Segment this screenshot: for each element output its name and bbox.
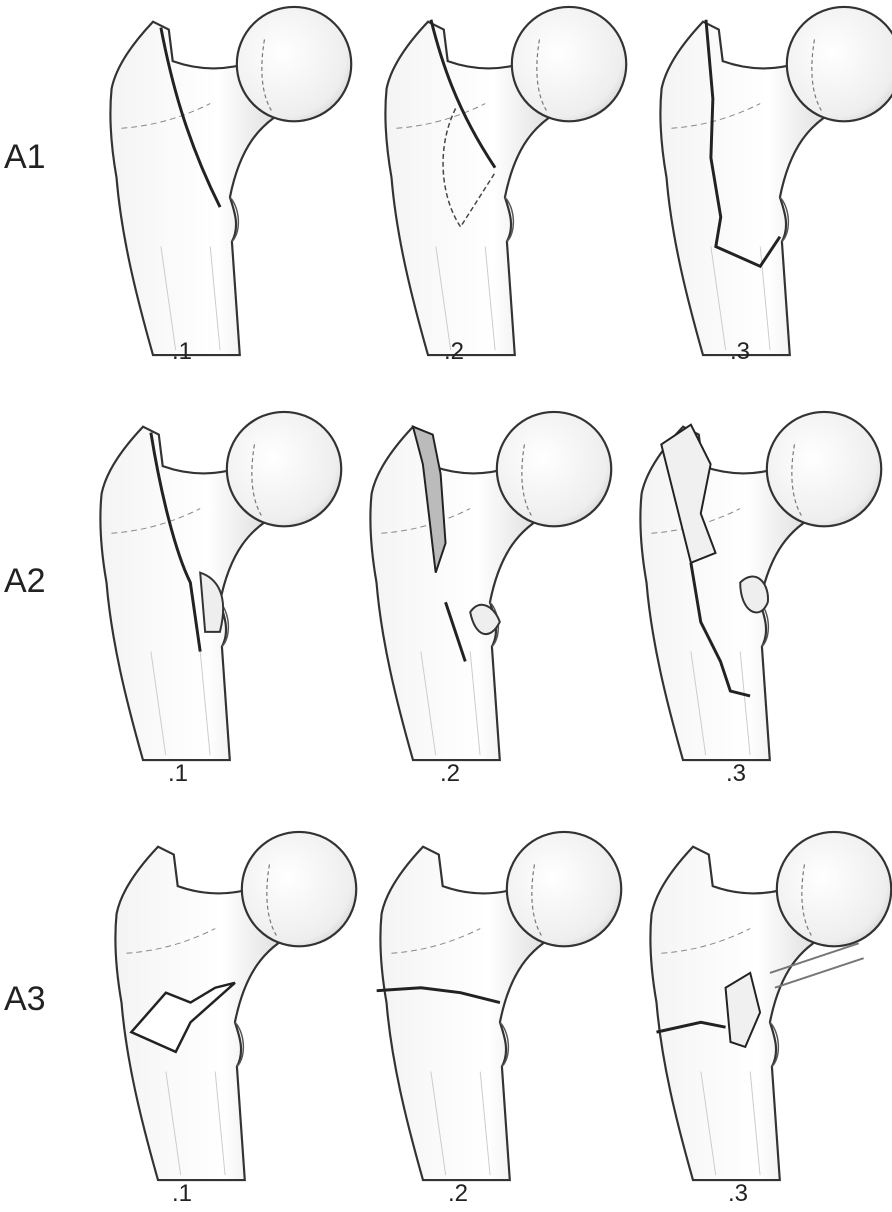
sub-label-a3-2: .2 (448, 1180, 469, 1207)
femur-a3-3 (649, 830, 892, 1182)
sub-label-a3-1: .1 (172, 1180, 193, 1207)
femur-a3-2 (376, 830, 623, 1182)
sub-label-a2-1: .1 (168, 760, 189, 787)
femur-a3-1 (114, 830, 358, 1182)
sub-label-a2-2: .2 (440, 760, 461, 787)
row-label-a1: A1 (4, 138, 46, 176)
row-label-a3: A3 (4, 980, 46, 1018)
femur-a1-2 (384, 5, 628, 357)
row-label-a2: A2 (4, 562, 46, 600)
sub-label-a2-3: .3 (726, 760, 747, 787)
femur-a1-1 (109, 5, 353, 357)
femur-a1-3 (659, 5, 892, 357)
sub-label-a1-2: .2 (444, 338, 465, 365)
femur-a2-2 (369, 410, 613, 762)
sub-label-a1-3: .3 (730, 338, 751, 365)
sub-label-a3-3: .3 (728, 1180, 749, 1207)
femur-a2-3 (639, 410, 883, 762)
femur-a2-1 (99, 410, 343, 762)
sub-label-a1-1: .1 (172, 338, 193, 365)
